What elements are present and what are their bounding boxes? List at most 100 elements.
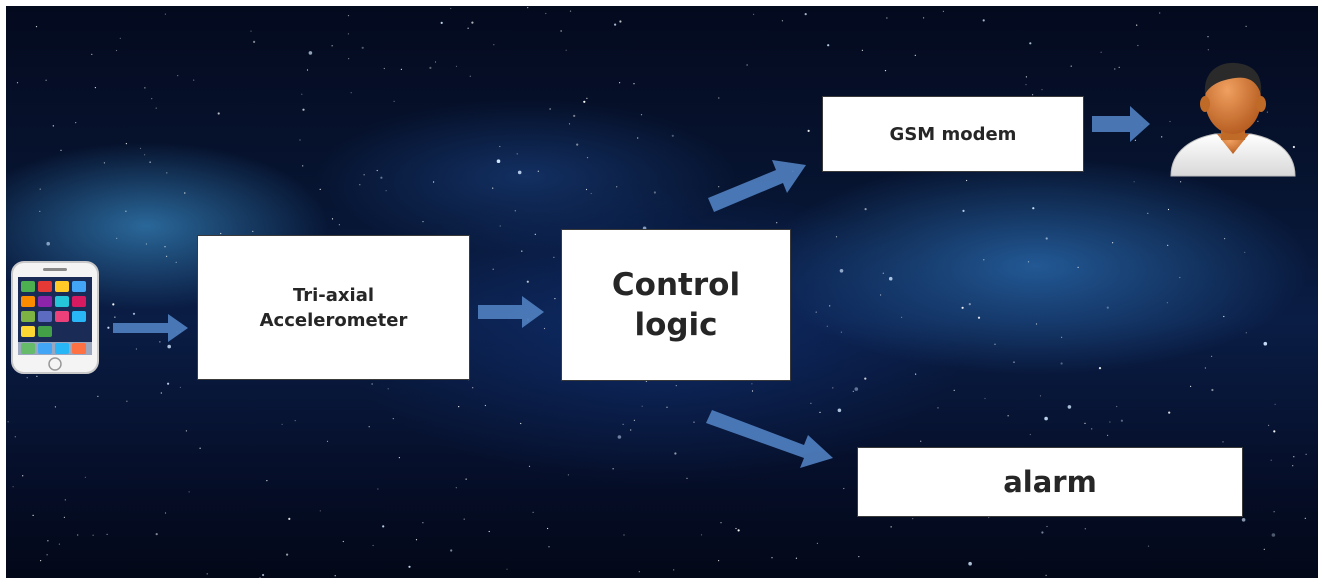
star [1120, 419, 1123, 422]
arrow-control-to-alarm [706, 410, 833, 468]
star [901, 316, 903, 318]
star [854, 387, 859, 391]
star [144, 154, 146, 156]
star [527, 7, 529, 9]
star [771, 557, 773, 559]
star [252, 230, 254, 232]
star [1167, 244, 1169, 246]
star [155, 107, 157, 109]
star [77, 534, 79, 536]
star [1032, 207, 1035, 210]
star [125, 210, 127, 212]
star [429, 66, 432, 69]
star [569, 10, 572, 12]
star [1107, 434, 1109, 436]
star [1207, 36, 1209, 38]
star [1046, 525, 1048, 528]
star [837, 408, 842, 413]
star [288, 517, 291, 520]
star [469, 75, 471, 77]
star [884, 70, 887, 72]
star [467, 27, 469, 29]
star [164, 13, 166, 15]
star [1292, 145, 1295, 149]
star [103, 162, 105, 164]
star [890, 526, 892, 528]
star [565, 49, 567, 51]
star [1270, 459, 1272, 461]
star [807, 129, 810, 132]
star [1007, 415, 1009, 417]
star [84, 476, 86, 478]
star [54, 406, 57, 408]
star [46, 241, 50, 246]
star [982, 19, 985, 22]
gsm-modem-box: GSM modem [822, 96, 1084, 172]
control-logic-label-line1: Control [611, 267, 741, 303]
star [155, 533, 158, 536]
star [1098, 367, 1102, 370]
star [1114, 68, 1116, 70]
star [115, 49, 118, 52]
star [1112, 242, 1114, 244]
smartphone-icon [11, 261, 99, 374]
star [75, 122, 77, 124]
star [937, 407, 939, 409]
star [1147, 545, 1150, 547]
star [1245, 332, 1247, 334]
star [149, 161, 151, 163]
star [45, 79, 47, 81]
star [968, 561, 972, 566]
star [858, 556, 860, 558]
accelerometer-box: Tri-axial Accelerometer [197, 235, 470, 380]
star [398, 457, 400, 459]
star [400, 68, 402, 70]
star [1241, 518, 1246, 522]
star [14, 436, 16, 438]
star [492, 187, 494, 189]
star [1273, 430, 1276, 433]
star [185, 430, 187, 432]
person-avatar-icon [1170, 62, 1296, 177]
star [91, 53, 93, 56]
star [829, 305, 831, 307]
star [164, 512, 167, 514]
star [1266, 111, 1268, 113]
star [58, 543, 61, 545]
star [1204, 367, 1206, 369]
star [666, 406, 668, 408]
star [64, 499, 66, 501]
star [819, 411, 821, 413]
star [827, 44, 830, 47]
star [139, 147, 142, 149]
star [888, 276, 893, 281]
star [1161, 136, 1163, 138]
star [1013, 361, 1015, 363]
star [545, 12, 547, 15]
star [720, 522, 722, 524]
star [1292, 465, 1294, 467]
star [188, 491, 190, 493]
star [376, 169, 378, 172]
star [1091, 428, 1093, 430]
star [1025, 76, 1027, 78]
star [914, 54, 916, 56]
star [164, 246, 166, 248]
star [499, 225, 501, 227]
star [184, 192, 186, 194]
star [968, 303, 971, 306]
star [347, 33, 349, 35]
star [826, 325, 828, 327]
star [573, 114, 576, 117]
star [253, 40, 256, 44]
star [718, 97, 720, 99]
star [586, 97, 588, 99]
star [387, 388, 389, 390]
star [751, 383, 753, 385]
star [1134, 139, 1136, 141]
star [338, 224, 340, 226]
star [630, 429, 632, 431]
star [675, 385, 677, 387]
star [953, 389, 955, 391]
star [1045, 237, 1048, 240]
